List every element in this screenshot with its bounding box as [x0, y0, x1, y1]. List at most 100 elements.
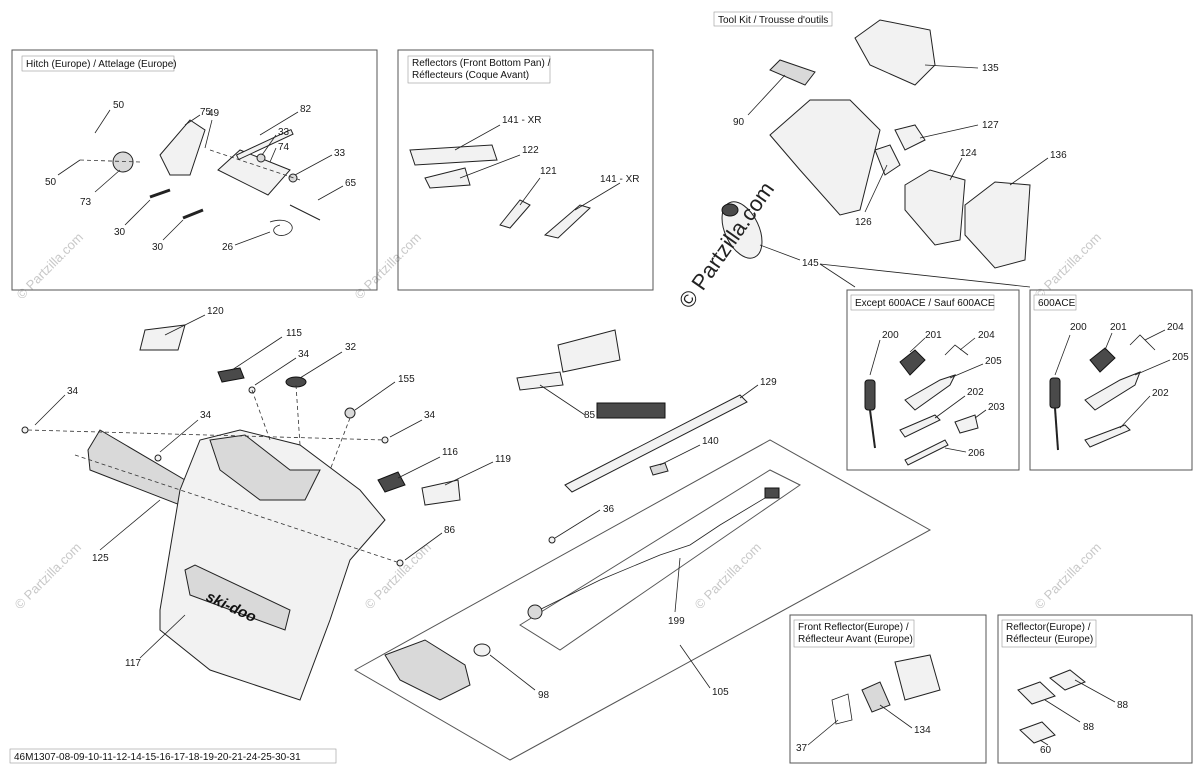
hitch-pin: [235, 128, 294, 161]
light-assembly-frame: [353, 439, 932, 761]
watermark: © Partzilla.com: [1032, 540, 1105, 613]
front-reflector-title-line2: Réflecteur Avant (Europe): [798, 634, 913, 645]
reflectors-title-line2: Réflecteurs (Coque Avant): [412, 70, 529, 81]
part-number: 199: [668, 616, 685, 627]
screwdriver-handle: [864, 379, 876, 411]
part-number: 134: [914, 725, 931, 736]
toolkit-pad: [894, 124, 926, 151]
toolkit-pad: [874, 144, 901, 176]
part-number: 90: [733, 117, 745, 128]
part-number: 200: [882, 330, 899, 341]
part-number: 121: [540, 166, 557, 177]
assembly-line: [251, 389, 271, 441]
part-number: 26: [222, 242, 234, 253]
assembly-line: [27, 429, 386, 441]
part-number: 203: [988, 402, 1005, 413]
hitch-title: Hitch (Europe) / Attelage (Europe): [26, 59, 177, 70]
part-number: 34: [298, 349, 310, 360]
toolkit-title-frame: [713, 11, 833, 27]
toolkit-case-lid: [854, 19, 936, 86]
nut-36: [548, 536, 556, 544]
hitch-group: Hitch (Europe) / Attelage (Europe) 50 50…: [11, 49, 378, 291]
screwdriver-handle: [1049, 377, 1061, 409]
nut-86: [396, 559, 404, 567]
part-number: 33: [278, 127, 290, 138]
part-number: 73: [80, 197, 92, 208]
assembly-line: [79, 159, 141, 163]
part-number: 202: [1152, 388, 1169, 399]
reflector-clip: [831, 693, 853, 725]
watermark-main: © Partzilla.com: [674, 177, 780, 313]
reflector-pad: [1017, 681, 1056, 705]
hitch-bolt: [149, 188, 171, 199]
assembly-line: [295, 384, 301, 446]
part-number: 33: [334, 148, 346, 159]
toolkit-case: [769, 99, 881, 216]
spanner-tool: [1084, 371, 1141, 411]
label-small: [516, 371, 564, 391]
reflector-europe-box: [997, 614, 1193, 764]
spark-plug-socket: [1089, 347, 1116, 373]
part-number: 75: [200, 107, 212, 118]
part-number: 82: [300, 104, 312, 115]
except-600ace-title: Except 600ACE / Sauf 600ACE: [855, 298, 995, 309]
part-number: 117: [125, 658, 141, 669]
decal-116: [377, 471, 406, 493]
toolkit-title: Tool Kit / Trousse d'outils: [718, 15, 828, 26]
hitch-rod: [289, 204, 321, 221]
front-bottom-pan-group: ski-doo 120 115 34 32 34 155 34 34 116 1…: [21, 306, 511, 701]
part-number: 124: [960, 148, 977, 159]
part-number: 119: [495, 454, 511, 465]
part-number: 86: [444, 525, 456, 536]
tool-roll-end: [721, 203, 739, 217]
part-number: 205: [985, 356, 1002, 367]
reflector-side: [499, 199, 531, 229]
reflector-europe-title-line1: Reflector(Europe) /: [1006, 622, 1091, 633]
ace-600-group: 600ACE 200 201 204 205 202: [1029, 289, 1193, 471]
bulb: [473, 643, 491, 657]
label-85: [596, 402, 666, 419]
harness-frame: [519, 469, 801, 651]
part-number: 88: [1117, 700, 1129, 711]
headlight-lens: [384, 639, 471, 701]
toolkit-group: Tool Kit / Trousse d'outils 90 135 127 1…: [674, 11, 1067, 313]
part-number: 34: [200, 410, 212, 421]
feeler-gauge: [904, 439, 949, 466]
part-number: 34: [424, 410, 436, 421]
reflector-side: [543, 204, 591, 239]
reflector-strip: [409, 144, 498, 166]
part-number: 115: [286, 328, 302, 339]
part-number: 125: [92, 553, 109, 564]
part-number: 30: [114, 227, 126, 238]
part-number: 205: [1172, 352, 1189, 363]
part-number: 50: [113, 100, 125, 111]
part-number: 135: [982, 63, 999, 74]
part-number: 65: [345, 178, 357, 189]
reflector-europe-title-line2: Réflecteur (Europe): [1006, 634, 1093, 645]
harness-socket: [527, 604, 543, 620]
front-reflector-box: [789, 614, 987, 764]
hex-key: [1129, 334, 1156, 351]
part-number: 200: [1070, 322, 1087, 333]
part-number: 136: [1050, 150, 1067, 161]
wire-harness-199: [534, 494, 771, 613]
assembly-line: [74, 454, 401, 564]
part-number: 129: [760, 377, 777, 388]
wrench: [899, 414, 941, 438]
part-number: 88: [1083, 722, 1095, 733]
part-number: 98: [538, 690, 550, 701]
assembly-line: [209, 149, 301, 181]
screwdriver-shaft: [869, 409, 876, 449]
part-number: 116: [442, 447, 458, 458]
logo-panel: [184, 564, 291, 631]
hitch-title-frame: [21, 55, 175, 72]
part-number: 85: [584, 410, 596, 421]
part-number: 145: [802, 258, 819, 269]
trim-strip-129: [564, 394, 748, 493]
hex-key: [944, 344, 969, 356]
watermark: © Partzilla.com: [692, 540, 765, 613]
clip-tool: [954, 414, 979, 434]
decal-120: [139, 324, 186, 351]
harness-connector: [764, 487, 780, 499]
